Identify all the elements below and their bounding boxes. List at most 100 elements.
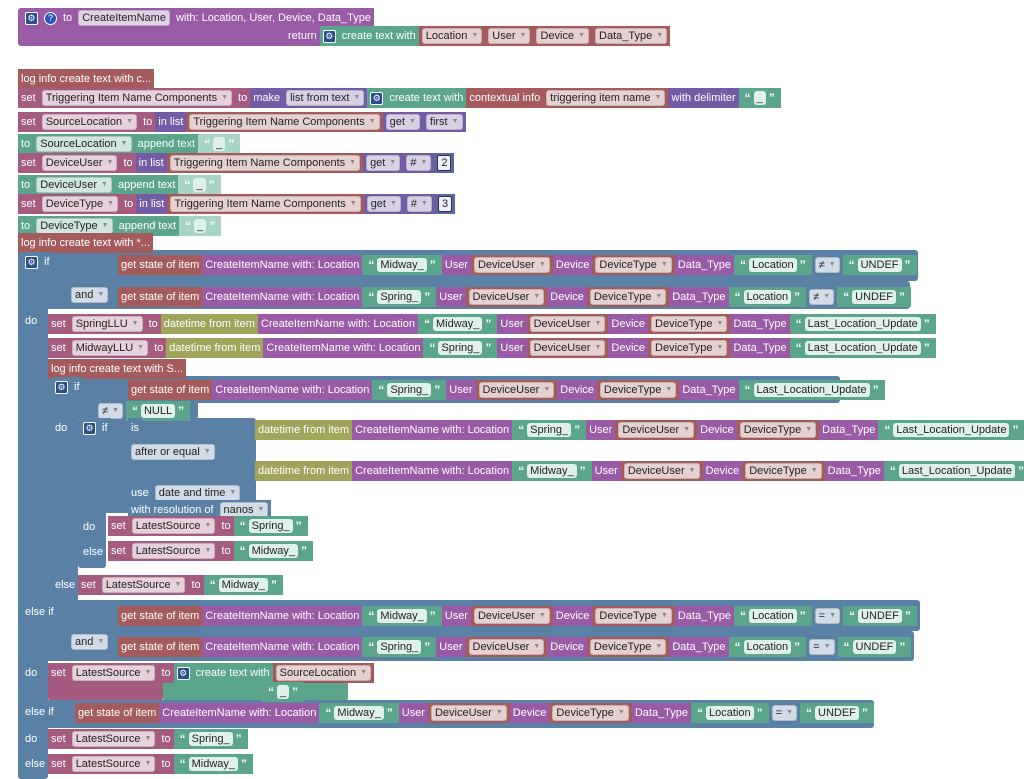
field-chip[interactable]: ≠▼ <box>814 257 840 273</box>
text-literal[interactable]: “Location” <box>728 287 807 307</box>
text-value[interactable]: Spring_ <box>438 341 483 355</box>
dropdown-field[interactable]: DeviceUser▼ <box>475 380 558 400</box>
dropdown-field[interactable]: SourceLocation▼ <box>272 663 375 683</box>
block[interactable]: else <box>80 542 107 562</box>
field-chip[interactable]: Device▼ <box>536 28 589 44</box>
text-value[interactable]: _ <box>194 219 207 233</box>
field-chip[interactable]: triggering item name▼ <box>546 90 666 106</box>
text-value[interactable]: Spring_ <box>188 732 233 746</box>
block[interactable]: and▼ <box>68 285 112 305</box>
dropdown-field[interactable]: DeviceType▼ <box>592 606 675 626</box>
text-literal[interactable]: “Midway_” <box>512 461 592 481</box>
dropdown-field[interactable]: DeviceType▼ <box>596 380 680 400</box>
dropdown-field[interactable]: LatestSource▼ <box>128 541 219 561</box>
text-value[interactable]: Spring_ <box>527 423 572 437</box>
field-chip[interactable]: DeviceType▼ <box>589 289 667 305</box>
text-literal[interactable]: “Last_Location_Update” <box>738 380 885 400</box>
dropdown-field[interactable]: DeviceUser▼ <box>465 287 548 307</box>
text-value[interactable]: Last_Location_Update <box>898 464 1015 478</box>
text-literal[interactable]: “Spring_” <box>233 516 308 536</box>
dropdown-field[interactable]: LatestSource▼ <box>68 729 159 749</box>
block[interactable]: do <box>80 517 99 537</box>
text-literal[interactable]: “Location” <box>728 637 807 657</box>
text-value[interactable]: Spring_ <box>387 383 432 397</box>
dropdown-field[interactable]: Triggering Item Name Components▼ <box>38 88 236 108</box>
block[interactable]: do <box>22 663 41 683</box>
field-chip[interactable]: Triggering Item Name Components▼ <box>170 196 361 212</box>
text-value[interactable]: Last_Location_Update <box>753 383 870 397</box>
field-chip[interactable]: and▼ <box>71 287 109 303</box>
text-literal[interactable]: “Midway_” <box>362 255 442 275</box>
dropdown-field[interactable]: date and time▼ <box>151 483 244 503</box>
field-chip[interactable]: =▼ <box>814 608 840 624</box>
field-chip[interactable]: SpringLLU▼ <box>71 316 143 332</box>
text-value[interactable]: Location <box>706 706 754 720</box>
dropdown-field[interactable]: DeviceType▼ <box>586 637 670 657</box>
text-value[interactable]: Location <box>749 609 797 623</box>
dropdown-field[interactable]: User▼ <box>485 26 534 46</box>
help-icon[interactable]: ? <box>41 8 60 28</box>
number-value[interactable]: 2 <box>437 155 452 171</box>
gear-icon[interactable]: ⚙ <box>367 88 387 108</box>
text-value[interactable]: UNDEF <box>852 290 897 304</box>
text-value[interactable]: UNDEF <box>852 640 897 654</box>
field-chip[interactable]: DeviceUser▼ <box>430 705 507 721</box>
field-chip[interactable]: LatestSource▼ <box>71 731 156 747</box>
dropdown-field[interactable]: DeviceUser▼ <box>470 255 553 275</box>
field-chip[interactable]: DeviceType▼ <box>599 382 677 398</box>
dropdown-field[interactable]: SourceLocation▼ <box>38 112 141 132</box>
dropdown-field[interactable]: ≠▼ <box>811 255 843 275</box>
dropdown-field[interactable]: LatestSource▼ <box>128 516 219 536</box>
field-chip[interactable]: DeviceUser▼ <box>468 289 545 305</box>
field-chip[interactable]: DeviceType▼ <box>552 705 629 721</box>
text-literal[interactable]: “Midway_” <box>233 541 314 561</box>
gear-icon[interactable]: ⚙ <box>22 252 41 272</box>
text-literal[interactable]: “Spring_” <box>362 637 437 657</box>
dropdown-field[interactable]: DeviceType▼ <box>648 338 731 358</box>
dropdown-field[interactable]: DeviceType▼ <box>736 420 820 440</box>
block[interactable]: and▼ <box>68 632 112 652</box>
dropdown-field[interactable]: first▼ <box>422 112 466 132</box>
dropdown-field[interactable]: DeviceType▼ <box>742 461 825 481</box>
dropdown-field[interactable]: Triggering Item Name Components▼ <box>186 112 383 132</box>
text-value[interactable]: _ <box>193 178 206 192</box>
text-literal[interactable]: “_” <box>738 88 781 108</box>
field-chip[interactable]: ≠▼ <box>809 289 835 305</box>
block[interactable]: do <box>22 311 41 331</box>
field-chip[interactable]: DeviceType▼ <box>589 639 667 655</box>
field-chip[interactable]: =▼ <box>809 639 835 655</box>
text-value[interactable]: UNDEF <box>815 706 859 720</box>
dropdown-field[interactable]: DeviceUser▼ <box>620 461 703 481</box>
text-literal[interactable]: “Last_Location_Update” <box>789 338 936 358</box>
text-value[interactable]: Last_Location_Update <box>804 317 921 331</box>
field-chip[interactable]: Location▼ <box>421 28 483 44</box>
text-literal[interactable]: “Location” <box>691 703 769 723</box>
dropdown-field[interactable]: get▼ <box>363 153 404 173</box>
field-chip[interactable]: LatestSource▼ <box>71 756 156 772</box>
block[interactable]: do <box>52 418 71 438</box>
dropdown-field[interactable]: DeviceType▼ <box>586 287 670 307</box>
field-chip[interactable]: DeviceUser▼ <box>478 382 555 398</box>
field-chip[interactable]: nanos▼ <box>219 502 269 518</box>
block[interactable]: ⚙if <box>52 377 83 397</box>
field-chip[interactable]: SourceLocation▼ <box>275 665 372 681</box>
field-chip[interactable]: ≠▼ <box>98 403 123 419</box>
text-value[interactable]: _ <box>277 685 290 699</box>
field-chip[interactable]: DeviceUser▼ <box>473 608 550 624</box>
text-literal[interactable]: “Last_Location_Update” <box>789 314 936 334</box>
text-literal[interactable]: “Midway_” <box>319 703 399 723</box>
field-chip[interactable]: =▼ <box>771 705 797 721</box>
dropdown-field[interactable]: ≠▼ <box>806 287 838 307</box>
